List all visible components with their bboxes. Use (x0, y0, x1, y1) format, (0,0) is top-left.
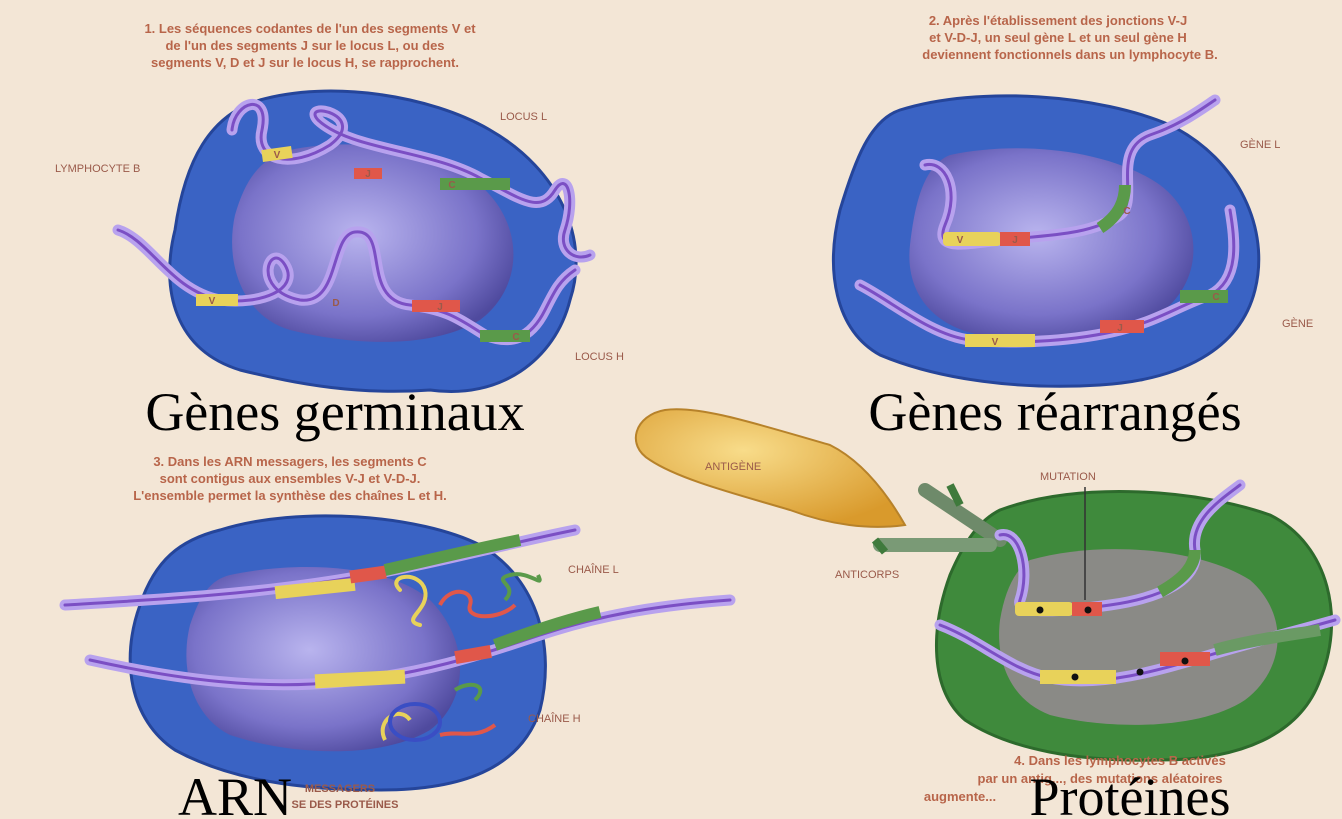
label-c-gh: C (1212, 292, 1219, 303)
label-v-h: V (209, 296, 216, 307)
caption-1-line-3: segments V, D et J sur le locus H, se ra… (151, 55, 459, 70)
label-chain-l: CHAÎNE L (568, 563, 619, 576)
label-chain-h: CHAÎNE H (528, 712, 581, 725)
label-v-gl: V (957, 235, 964, 246)
segment-j-h (412, 300, 460, 312)
label-antigen: ANTIGÈNE (705, 460, 761, 473)
label-mutation: MUTATION (1040, 471, 1096, 483)
overlay-germline: Gènes germinaux (145, 382, 524, 442)
bottom-caption-2: SE DES PROTÉINES (292, 798, 399, 811)
label-c-l: C (448, 180, 455, 191)
caption-2-line-3: deviennent fonctionnels dans un lymphocy… (922, 47, 1217, 62)
caption-4-line-3: augmente... (924, 789, 996, 804)
caption-3-line-2: sont contigus aux ensembles V-J et V-D-J… (160, 471, 421, 486)
label-v-l: V (274, 150, 281, 161)
caption-1-line-2: de l'un des segments J sur le locus L, o… (165, 38, 444, 53)
label-j-h: J (437, 302, 443, 313)
label-antibody: ANTICORPS (835, 569, 899, 581)
caption-4-line-1: 4. Dans les lymphocytes B activés (1014, 753, 1226, 768)
overlay-proteins: Protéines (1030, 767, 1231, 819)
caption-1-line-1: 1. Les séquences codantes de l'un des se… (144, 21, 476, 36)
label-c-h: C (512, 332, 519, 343)
label-lymphocyte: LYMPHOCYTE B (55, 163, 140, 175)
label-locus-l: LOCUS L (500, 111, 547, 123)
label-gene-l: GÈNE L (1240, 138, 1280, 151)
overlay-mrna: ARN (178, 767, 292, 819)
caption-2-line-1: 2. Après l'établissement des jonctions V… (929, 13, 1187, 28)
bottom-caption-1: MESSAGERS (305, 783, 375, 795)
cell-nucleus-4 (999, 549, 1278, 725)
label-gene-h: GÈNE (1282, 317, 1313, 330)
segment-c-h (480, 330, 530, 342)
overlay-rearranged: Gènes réarrangés (868, 382, 1241, 442)
label-j-gh: J (1117, 323, 1123, 334)
label-d-h: D (332, 298, 339, 309)
caption-2-line-2: et V-D-J, un seul gène L et un seul gène… (929, 30, 1187, 45)
label-c-gl: C (1123, 206, 1130, 217)
segment-v-h (196, 294, 238, 306)
caption-3-line-1: 3. Dans les ARN messagers, les segments … (153, 454, 427, 469)
label-j-gl: J (1012, 235, 1018, 246)
label-j-l: J (365, 169, 371, 180)
caption-3-line-3: L'ensemble permet la synthèse des chaîne… (133, 488, 447, 503)
label-v-gh: V (992, 337, 999, 348)
label-locus-h: LOCUS H (575, 351, 624, 363)
